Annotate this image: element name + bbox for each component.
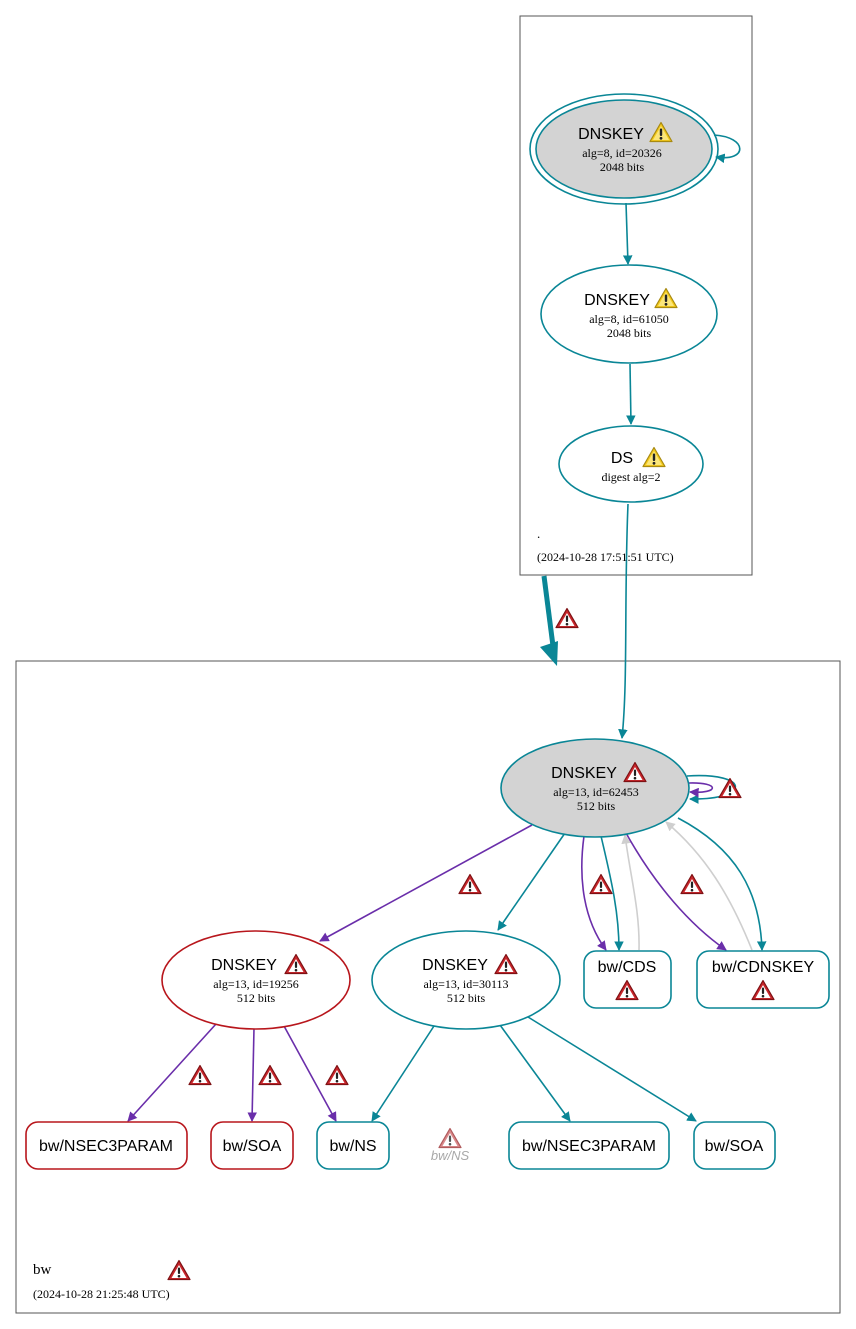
edge-key19256-soa: [247, 1027, 257, 1122]
edge-root-zsk-ds: [626, 363, 636, 425]
node-root-ds-title: DS: [611, 450, 633, 467]
node-bw-nsec3param-teal[interactable]: bw/NSEC3PARAM: [508, 1121, 670, 1170]
node-key19256-line2: 512 bits: [237, 991, 276, 1005]
node-bw-soa-teal[interactable]: bw/SOA: [693, 1121, 776, 1170]
edge-root-ksk-self: [713, 134, 741, 164]
node-root-ksk-line2: 2048 bits: [600, 160, 645, 174]
warning-icon-edge-ns: [325, 1064, 349, 1086]
edge-ksk-cdnskey-teal: [677, 817, 767, 951]
node-bw-cdnskey[interactable]: bw/CDNSKEY: [696, 950, 830, 1009]
edge-ksk-cds-teal: [600, 835, 624, 951]
edge-delegation: [541, 575, 556, 647]
edge-root-ksk-zsk: [622, 202, 633, 265]
root-zone-box: [519, 15, 753, 576]
warning-icon-edge-soa: [258, 1064, 282, 1086]
node-ns-label: bw/NS: [329, 1138, 376, 1155]
node-root-zsk-line2: 2048 bits: [607, 326, 652, 340]
node-bw-ksk-line2: 512 bits: [577, 799, 616, 813]
root-zone-timestamp: (2024-10-28 17:51:51 UTC): [537, 550, 674, 564]
warning-icon-edge-cdnskey: [680, 873, 704, 895]
node-cdnskey-label: bw/CDNSKEY: [712, 959, 815, 976]
node-key19256-title: DNSKEY: [211, 957, 277, 974]
bw-zone-box: [15, 660, 841, 1314]
bw-zone-name: bw: [33, 1262, 52, 1278]
node-root-zsk-line1: alg=8, id=61050: [589, 312, 669, 326]
warning-icon-edge-nsec3param: [188, 1064, 212, 1086]
node-ns-ghost-label: bw/NS: [431, 1148, 470, 1163]
root-zone-name: .: [537, 526, 540, 541]
edge-cds-ksk-gray: [621, 834, 640, 951]
node-bw-ksk-title: DNSKEY: [551, 765, 617, 782]
edge-bw-ksk-self-purple: [688, 782, 713, 798]
delegation-arrowhead: [540, 641, 558, 666]
node-key30113-title: DNSKEY: [422, 957, 488, 974]
warning-icon-bw-ksk-self: [718, 777, 742, 799]
node-key30113-line1: alg=13, id=30113: [423, 977, 508, 991]
node-bw-nsec3param-red[interactable]: bw/NSEC3PARAM: [25, 1121, 188, 1170]
node-key19256-line1: alg=13, id=19256: [213, 977, 299, 991]
warning-icon-bw-zone: [167, 1259, 191, 1281]
node-bw-cds[interactable]: bw/CDS: [583, 950, 672, 1009]
edge-key19256-ns: [283, 1025, 337, 1122]
warning-icon-edge-key19256: [458, 873, 482, 895]
node-cds-label: bw/CDS: [598, 959, 657, 976]
edge-key19256-nsec3param: [127, 1023, 217, 1122]
node-nsec3param-teal-label: bw/NSEC3PARAM: [522, 1138, 656, 1155]
node-root-zsk-title: DNSKEY: [584, 292, 650, 309]
node-bw-ksk[interactable]: DNSKEY alg=13, id=62453 512 bits: [500, 738, 690, 838]
node-root-ksk[interactable]: DNSKEY alg=8, id=20326 2048 bits: [529, 93, 719, 205]
warning-ghost-icon: [438, 1127, 462, 1149]
node-root-ksk-title: DNSKEY: [578, 126, 644, 143]
edge-ksk-key30113: [497, 832, 566, 931]
edge-ksk-cdnskey-purple: [625, 832, 727, 951]
node-bw-ns-ghost[interactable]: bw/NS: [431, 1127, 470, 1164]
edge-ksk-key19256: [319, 824, 533, 942]
edge-cdnskey-ksk-gray: [665, 821, 753, 951]
node-key30113-line2: 512 bits: [447, 991, 486, 1005]
node-bw-soa-red[interactable]: bw/SOA: [210, 1121, 294, 1170]
bw-zone-timestamp: (2024-10-28 21:25:48 UTC): [33, 1287, 170, 1301]
node-root-ksk-line1: alg=8, id=20326: [582, 146, 662, 160]
edge-ksk-cds-purple: [581, 835, 607, 951]
warning-icon-edge-cds: [589, 873, 613, 895]
node-bw-key19256[interactable]: DNSKEY alg=13, id=19256 512 bits: [161, 930, 351, 1030]
edge-ds-bw-ksk: [618, 503, 629, 739]
node-root-zsk[interactable]: DNSKEY alg=8, id=61050 2048 bits: [540, 264, 718, 364]
edge-key30113-soa: [527, 1016, 697, 1122]
node-soa-teal-label: bw/SOA: [705, 1138, 764, 1155]
node-root-ds-line1: digest alg=2: [601, 470, 660, 484]
node-bw-ns[interactable]: bw/NS: [316, 1121, 390, 1170]
edge-key30113-nsec3param: [499, 1024, 571, 1122]
node-nsec3param-red-label: bw/NSEC3PARAM: [39, 1138, 173, 1155]
node-bw-ksk-line1: alg=13, id=62453: [553, 785, 639, 799]
node-bw-key30113[interactable]: DNSKEY alg=13, id=30113 512 bits: [371, 930, 561, 1030]
edge-key30113-ns: [371, 1025, 435, 1122]
node-root-ds[interactable]: DS digest alg=2: [558, 425, 704, 503]
warning-icon-delegation: [555, 607, 579, 629]
node-soa-red-label: bw/SOA: [223, 1138, 282, 1155]
